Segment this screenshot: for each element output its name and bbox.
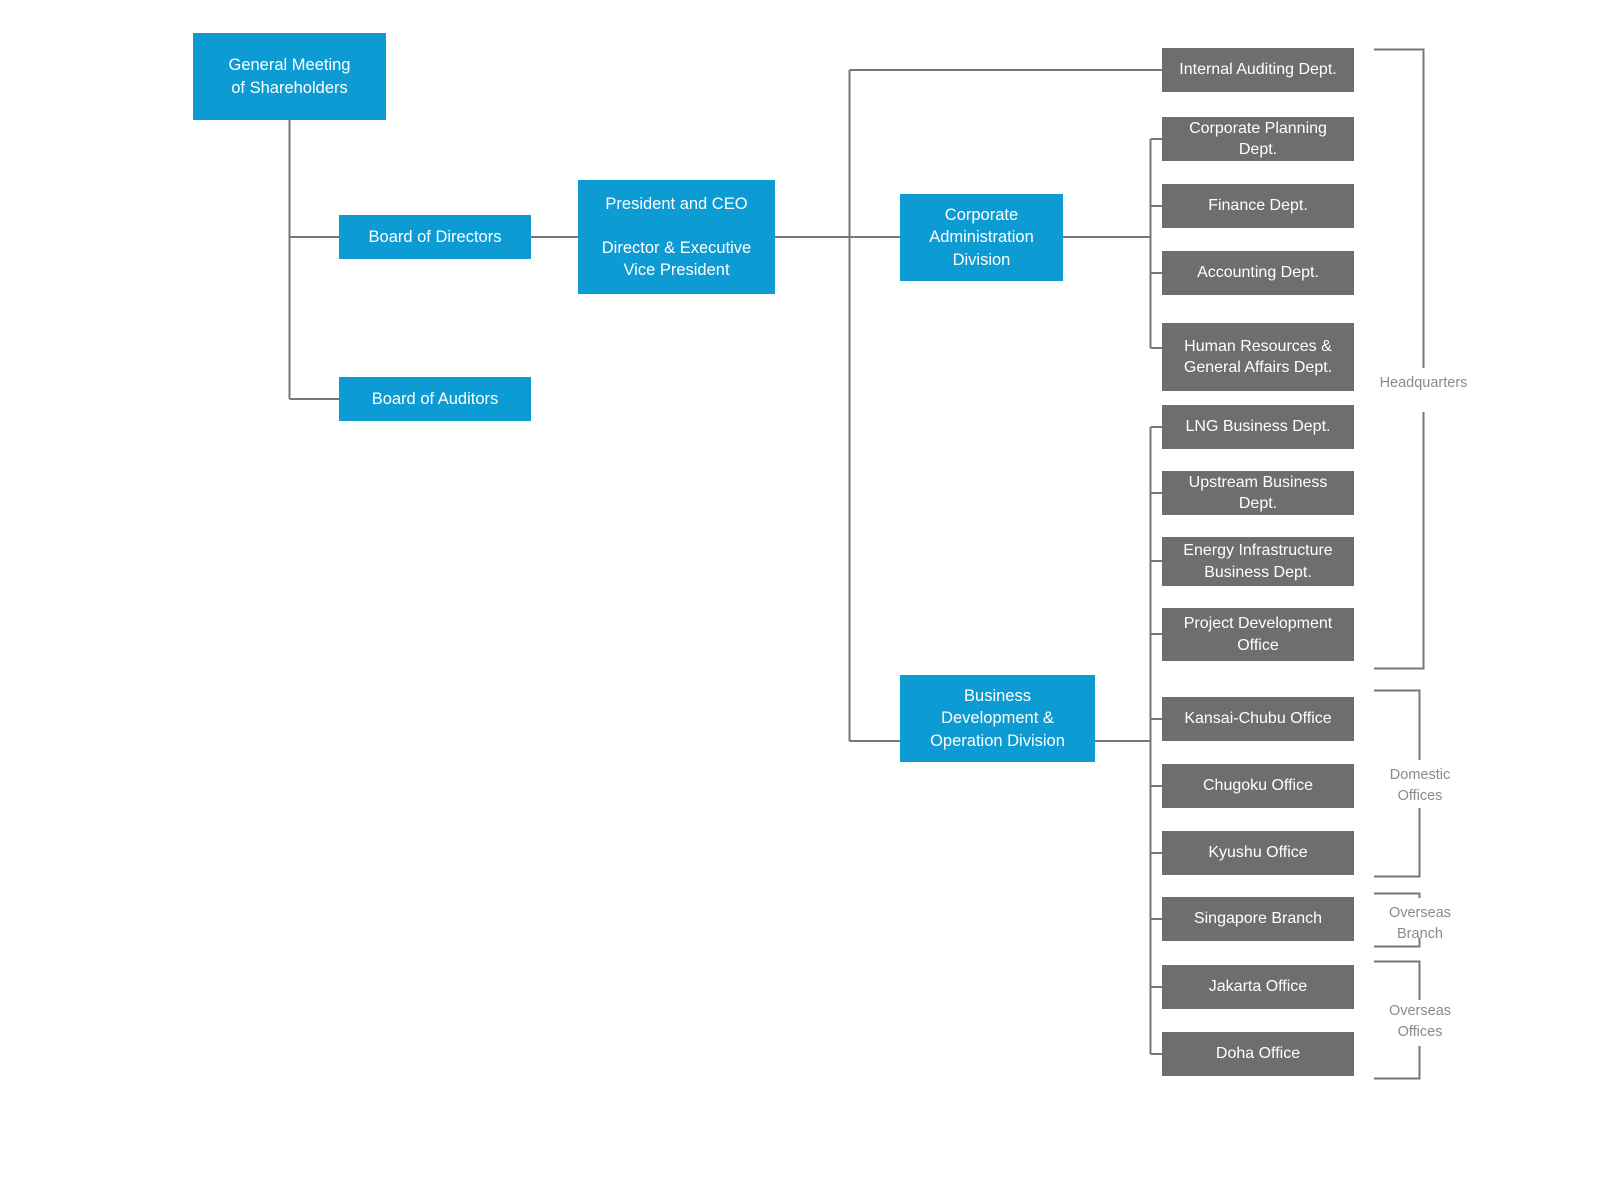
node-doha-office[interactable]: Doha Office (1162, 1032, 1354, 1076)
node-finance-dept[interactable]: Finance Dept. (1162, 184, 1354, 228)
node-energy-infrastructure-business-dept[interactable]: Energy Infrastructure Business Dept. (1162, 537, 1354, 586)
node-label: Project Development Office (1183, 615, 1333, 654)
node-label: Board of Directors (368, 227, 502, 246)
node-general-meeting-of-shareholders[interactable]: General Meeting of Shareholders (193, 33, 386, 120)
node-label: Human Resources & General Affairs Dept. (1183, 337, 1333, 376)
node-label: Singapore Branch (1193, 910, 1323, 928)
node-label: Business Development & Operation Divisio… (930, 687, 1065, 750)
bracket-label-headquarters: Headquarters (1379, 375, 1468, 391)
bracket-label-overseas-offices: Overseas Offices (1388, 1003, 1452, 1040)
node-label: Internal Auditing Dept. (1179, 61, 1337, 79)
node-label: Doha Office (1215, 1045, 1301, 1063)
node-label: Corporate Planning Dept. (1189, 119, 1327, 158)
node-label: Upstream Business Dept. (1188, 473, 1328, 512)
node-lng-business-dept[interactable]: LNG Business Dept. (1162, 405, 1354, 449)
node-kansai-chubu-office[interactable]: Kansai-Chubu Office (1162, 697, 1354, 741)
node-label: Corporate Administration Division (929, 206, 1034, 269)
node-label: LNG Business Dept. (1185, 418, 1331, 436)
node-label: President and CEO Director & Executive V… (601, 194, 752, 280)
node-label: Jakarta Office (1208, 978, 1308, 996)
node-president-and-ceo[interactable]: President and CEO Director & Executive V… (578, 180, 775, 294)
node-label: Chugoku Office (1203, 777, 1313, 795)
node-accounting-dept[interactable]: Accounting Dept. (1162, 251, 1354, 295)
node-corporate-administration-division[interactable]: Corporate Administration Division (900, 194, 1063, 281)
bracket-label-overseas-branch: Overseas Branch (1388, 905, 1452, 942)
node-upstream-business-dept[interactable]: Upstream Business Dept. (1162, 471, 1354, 515)
node-kyushu-office[interactable]: Kyushu Office (1162, 831, 1354, 875)
node-jakarta-office[interactable]: Jakarta Office (1162, 965, 1354, 1009)
node-chugoku-office[interactable]: Chugoku Office (1162, 764, 1354, 808)
node-corporate-planning-dept[interactable]: Corporate Planning Dept. (1162, 117, 1354, 161)
node-board-of-directors[interactable]: Board of Directors (339, 215, 531, 259)
node-business-development-operation-division[interactable]: Business Development & Operation Divisio… (900, 675, 1095, 762)
node-human-resources-general-affairs-dept[interactable]: Human Resources & General Affairs Dept. (1162, 323, 1354, 391)
node-label: Accounting Dept. (1197, 264, 1319, 282)
node-internal-auditing-dept[interactable]: Internal Auditing Dept. (1162, 48, 1354, 92)
node-label: Kansai-Chubu Office (1184, 710, 1332, 728)
node-label: Finance Dept. (1208, 197, 1308, 215)
node-label: Kyushu Office (1208, 844, 1308, 862)
node-label: General Meeting of Shareholders (228, 56, 351, 97)
node-label: Energy Infrastructure Business Dept. (1183, 542, 1333, 581)
node-project-development-office[interactable]: Project Development Office (1162, 608, 1354, 661)
node-label: Board of Auditors (371, 389, 499, 408)
bracket-label-domestic-offices: Domestic Offices (1389, 767, 1451, 804)
node-board-of-auditors[interactable]: Board of Auditors (339, 377, 531, 421)
node-singapore-branch[interactable]: Singapore Branch (1162, 897, 1354, 941)
